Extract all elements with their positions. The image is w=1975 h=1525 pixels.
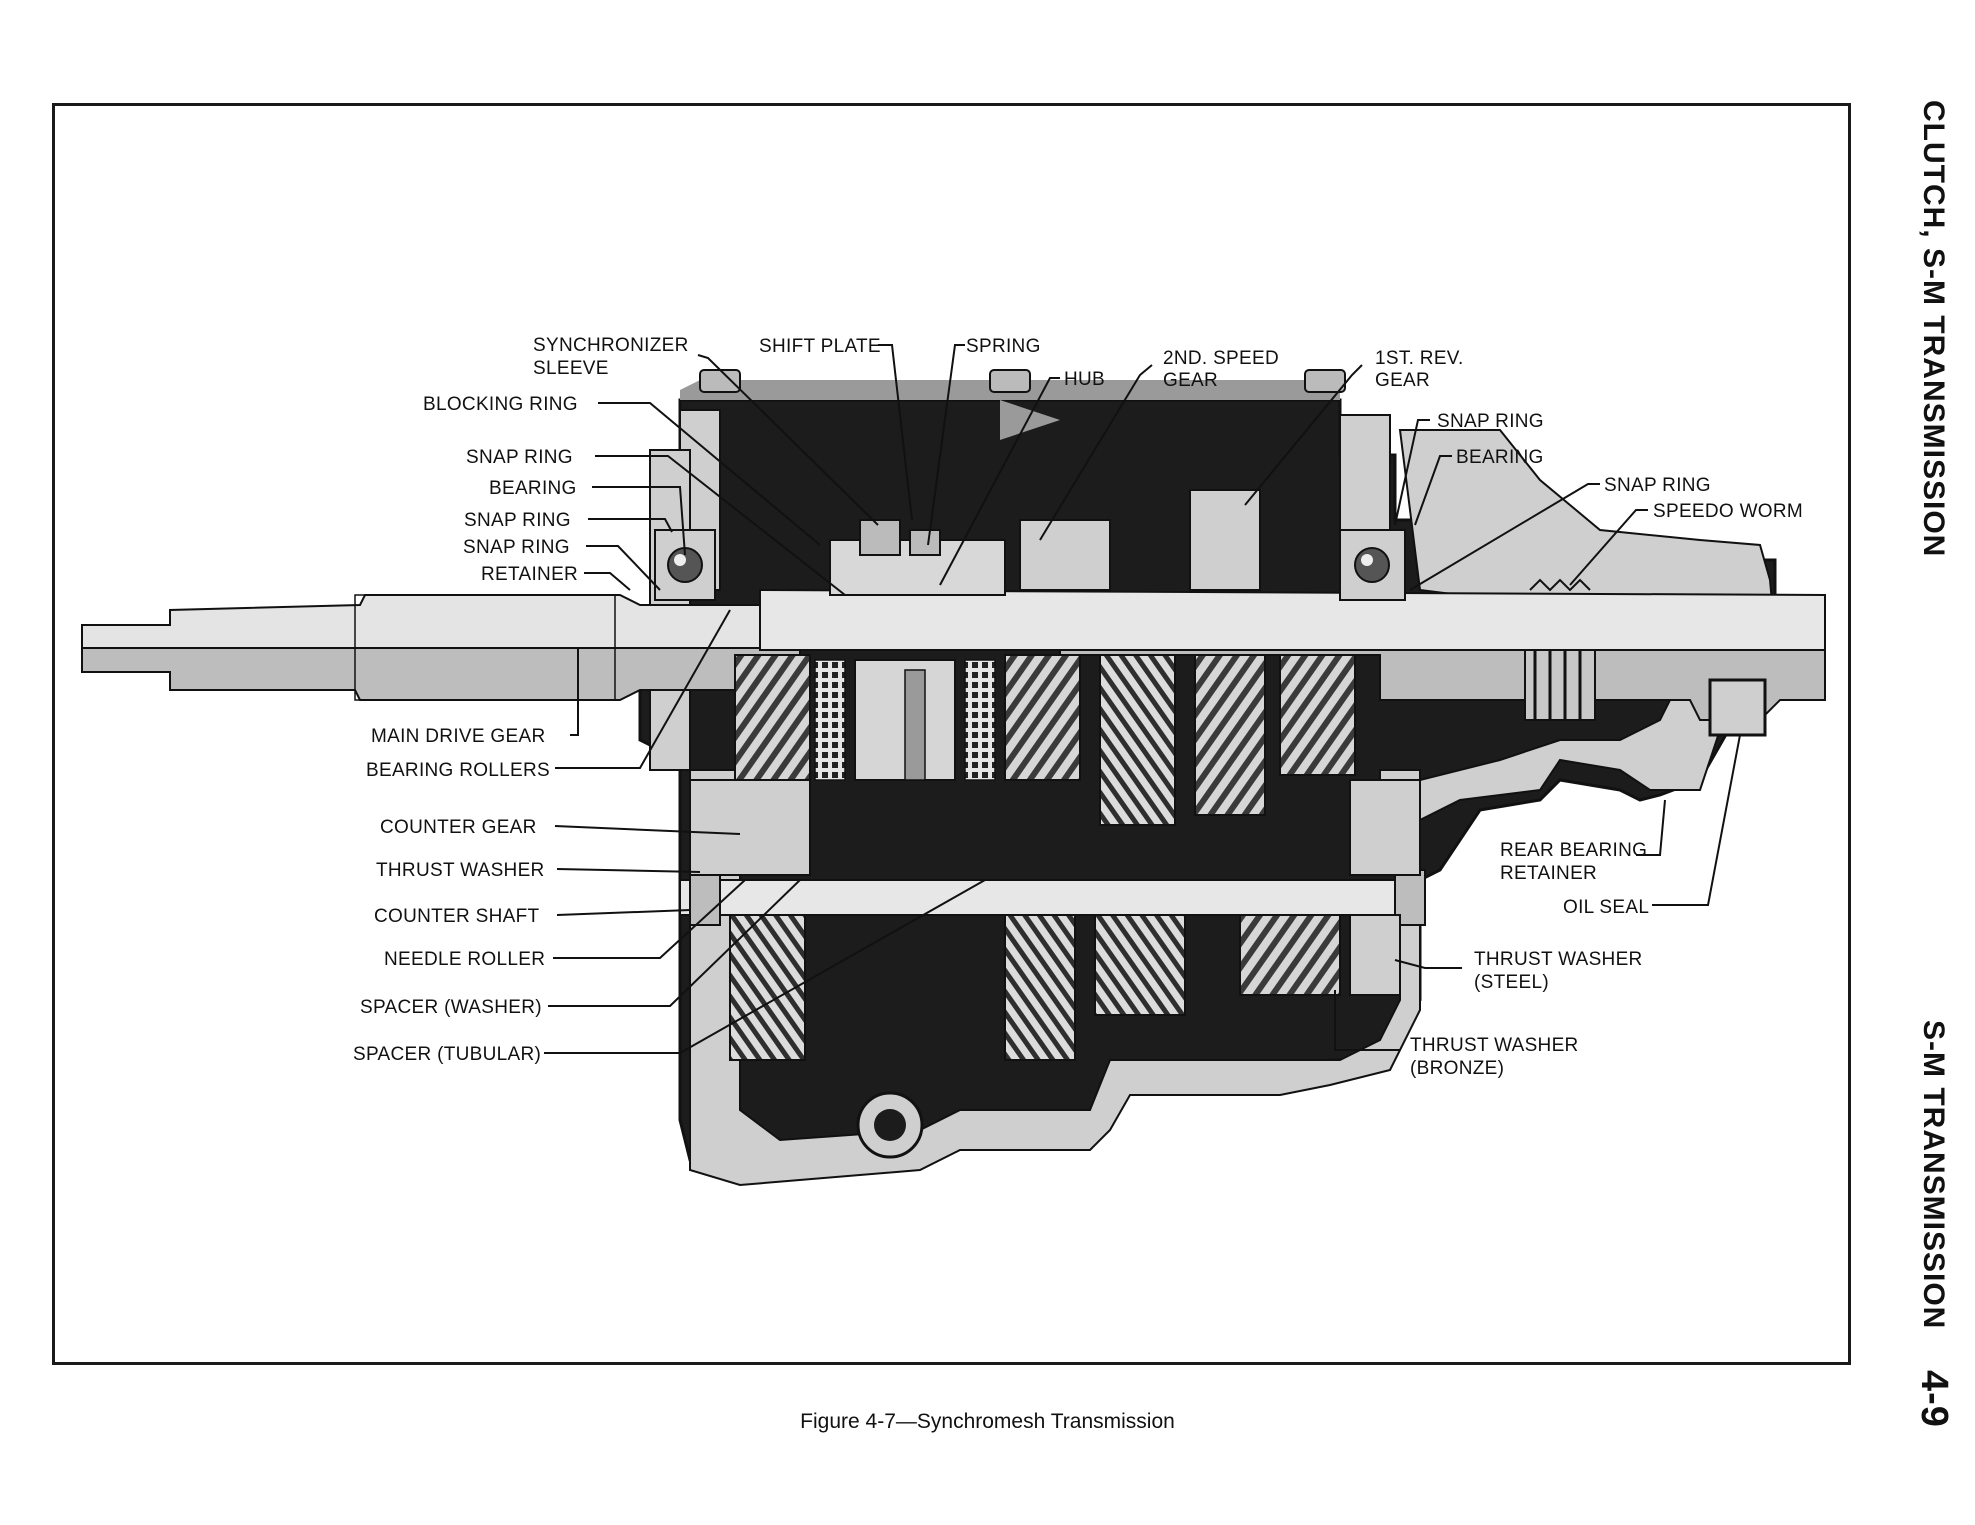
label-main-drive-gear: MAIN DRIVE GEAR: [371, 726, 545, 747]
label-oil-seal: OIL SEAL: [1563, 897, 1649, 918]
speedo-worm-threads: [1524, 649, 1596, 721]
side-header-top: CLUTCH, S-M TRANSMISSION: [1917, 100, 1950, 558]
counter-shaft: [679, 869, 1426, 926]
label-snap-ring-left-3: SNAP RING: [463, 537, 570, 558]
label-snap-ring-left-2: SNAP RING: [464, 510, 571, 531]
label-synchronizer-sleeve-2: SLEEVE: [533, 358, 609, 379]
label-thrust-washer-bronze-1: THRUST WASHER: [1410, 1035, 1579, 1056]
label-snap-ring-right-1: SNAP RING: [1437, 411, 1544, 432]
front-bearing: [654, 529, 716, 601]
label-snap-ring-left-1: SNAP RING: [466, 447, 573, 468]
side-header-bottom: S-M TRANSMISSION: [1917, 1020, 1950, 1330]
label-bearing-right: BEARING: [1456, 447, 1544, 468]
label-snap-ring-right-2: SNAP RING: [1604, 475, 1711, 496]
synchronizer-assembly: [829, 400, 1261, 596]
figure-frame: [52, 103, 1851, 1365]
label-thrust-washer: THRUST WASHER: [376, 860, 545, 881]
counter-gear: [689, 779, 1421, 1061]
main-shaft: [759, 578, 1826, 737]
label-blocking-ring: BLOCKING RING: [423, 394, 578, 415]
label-rear-bearing-retainer-2: RETAINER: [1500, 863, 1597, 884]
label-retainer: RETAINER: [481, 564, 578, 585]
callout-labels: SYNCHRONIZER SLEEVE SHIFT PLATE SPRING H…: [353, 335, 1803, 1079]
label-needle-roller: NEEDLE ROLLER: [384, 949, 545, 970]
label-rear-bearing-retainer-1: REAR BEARING: [1500, 840, 1647, 861]
main-drive-shaft: [81, 594, 801, 701]
label-shift-plate: SHIFT PLATE: [759, 336, 881, 357]
label-bearing-rollers: BEARING ROLLERS: [366, 760, 550, 781]
main-gears: [734, 654, 1356, 826]
label-speedo-worm: SPEEDO WORM: [1653, 501, 1803, 522]
label-hub: HUB: [1064, 369, 1105, 390]
label-2nd-speed-gear-2: GEAR: [1163, 370, 1218, 391]
label-2nd-speed-gear-1: 2ND. SPEED: [1163, 348, 1279, 369]
page-number: 4-9: [1913, 1370, 1955, 1428]
label-1st-rev-gear-2: GEAR: [1375, 370, 1430, 391]
leader-lines: [544, 344, 1741, 1054]
label-bearing-left: BEARING: [489, 478, 577, 499]
figure-caption: Figure 4-7—Synchromesh Transmission: [800, 1410, 1175, 1433]
rear-bearing: [1339, 529, 1406, 601]
label-counter-shaft: COUNTER SHAFT: [374, 906, 539, 927]
label-thrust-washer-steel-1: THRUST WASHER: [1474, 949, 1643, 970]
label-spring: SPRING: [966, 336, 1041, 357]
label-spacer-washer: SPACER (WASHER): [360, 997, 542, 1018]
label-1st-rev-gear-1: 1ST. REV.: [1375, 348, 1464, 369]
label-synchronizer-sleeve-1: SYNCHRONIZER: [533, 335, 689, 356]
label-spacer-tubular: SPACER (TUBULAR): [353, 1044, 541, 1065]
label-thrust-washer-steel-2: (STEEL): [1474, 972, 1549, 993]
label-counter-gear: COUNTER GEAR: [380, 817, 537, 838]
bearing-rollers: [814, 659, 996, 781]
label-thrust-washer-bronze-2: (BRONZE): [1410, 1058, 1504, 1079]
